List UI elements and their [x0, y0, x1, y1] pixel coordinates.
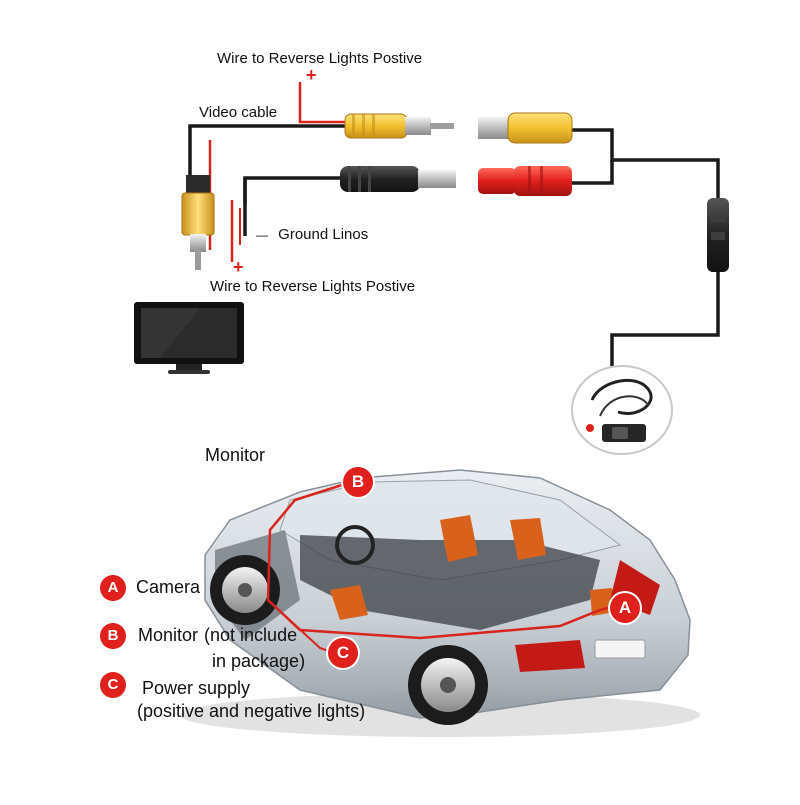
- legend-power-supply: Power supply: [142, 678, 251, 698]
- marker-b: B: [343, 467, 373, 497]
- legend-badge-b: B: [100, 623, 126, 649]
- minus-sign: —: [256, 228, 268, 242]
- camera-image: [571, 365, 673, 455]
- label-reverse-lights-bottom: Wire to Reverse Lights Postive: [210, 278, 416, 295]
- plus-sign-top: +: [306, 65, 317, 85]
- rca-male-connector: [344, 113, 454, 139]
- plus-sign-bottom: +: [233, 257, 244, 277]
- ground-text: Ground Linos: [278, 226, 369, 243]
- label-ground: — Ground Linos: [256, 226, 368, 243]
- legend-monitor-note: (not include: [204, 625, 298, 645]
- marker-c: C: [328, 638, 358, 668]
- dc-female-socket: [478, 166, 572, 196]
- car-cutaway-image: [180, 469, 700, 737]
- monitor-image: [134, 302, 244, 374]
- legend-badge-a: A: [100, 575, 126, 601]
- cable-assembly: [181, 82, 729, 372]
- legend-badge-c: C: [100, 672, 126, 698]
- marker-a: A: [610, 593, 640, 623]
- monitor-heading: Monitor: [205, 445, 266, 465]
- legend-monitor-note-2: in package): [212, 651, 306, 671]
- label-reverse-lights-top: Wire to Reverse Lights Postive: [217, 50, 423, 67]
- dc-male-plug: [340, 166, 456, 192]
- legend-monitor: Monitor(not include: [138, 625, 297, 646]
- legend-camera: Camera: [136, 577, 201, 597]
- legend-monitor-text: Monitor: [138, 625, 199, 645]
- rca-female-connector: [478, 112, 573, 144]
- label-video-cable: Video cable: [199, 104, 278, 121]
- legend-power-note: (positive and negative lights): [137, 701, 366, 721]
